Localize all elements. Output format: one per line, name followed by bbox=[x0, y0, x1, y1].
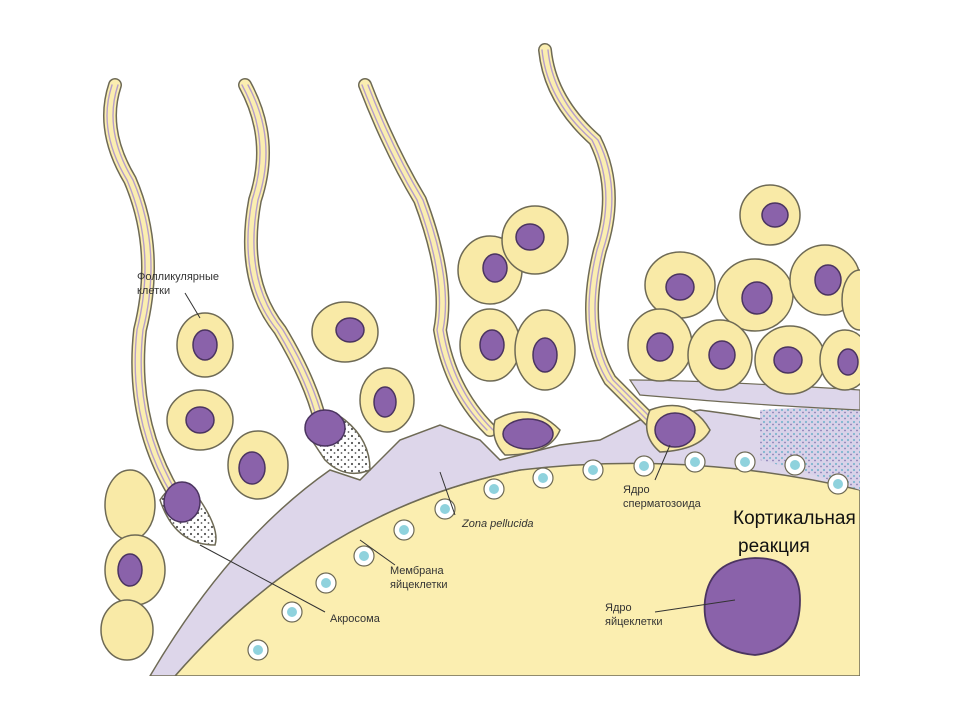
sperm-tails bbox=[103, 43, 657, 502]
label-sperm-nucleus-1: Ядро bbox=[623, 484, 650, 496]
label-follicular-cells-1: Фолликулярные bbox=[137, 271, 219, 283]
label-zona-pellucida: Zona pellucida bbox=[461, 518, 534, 530]
label-sperm-nucleus-2: сперматозоида bbox=[623, 498, 702, 510]
cortical-reaction-granules bbox=[760, 407, 860, 490]
follicle-cells bbox=[100, 184, 860, 661]
label-egg-nucleus-2: яйцеклетки bbox=[605, 616, 663, 628]
label-membrane-2: яйцеклетки bbox=[390, 579, 448, 591]
label-cortical-reaction-2: реакция bbox=[738, 536, 810, 557]
egg-nucleus bbox=[703, 557, 801, 656]
label-membrane-1: Мембрана bbox=[390, 565, 444, 577]
sperm-heads bbox=[159, 404, 711, 546]
cortical-granules bbox=[247, 451, 849, 661]
leader-lines bbox=[184, 292, 736, 613]
label-cortical-reaction-1: Кортикальная bbox=[733, 508, 856, 529]
label-acrosome: Акросома bbox=[330, 613, 381, 625]
label-follicular-cells-2: клетки bbox=[137, 285, 170, 297]
label-egg-nucleus-1: Ядро bbox=[605, 602, 632, 614]
